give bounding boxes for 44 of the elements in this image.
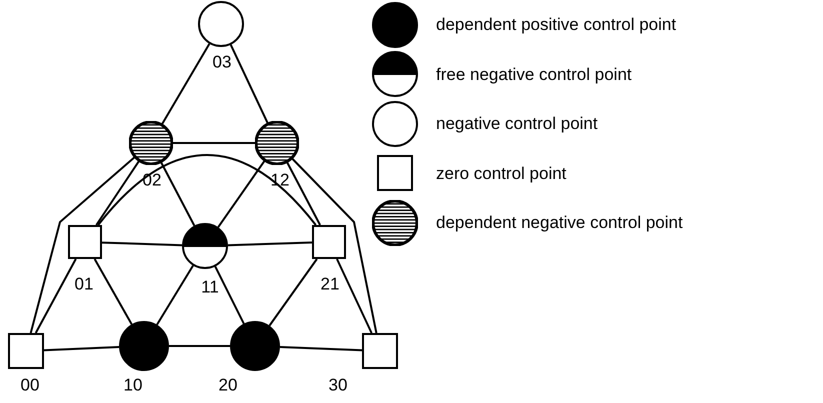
connector-line [94, 258, 133, 325]
connector-line [96, 160, 140, 226]
connector-line [292, 158, 378, 334]
connector-line [217, 160, 266, 228]
control-point-square [362, 333, 398, 369]
hatched-control-point [129, 121, 173, 165]
connector-line [44, 346, 120, 352]
legend-text: zero control point [436, 162, 566, 184]
connector-line [156, 265, 194, 326]
filled-control-point [119, 321, 169, 371]
connector-line [160, 162, 196, 226]
connector-line [173, 142, 255, 144]
hatched-control-point [255, 121, 299, 165]
connector-line [280, 346, 362, 352]
node-label: 30 [328, 376, 348, 394]
control-point-square [68, 225, 102, 259]
connector-line [169, 345, 230, 347]
node-label: 11 [201, 278, 219, 296]
connector-line [161, 43, 210, 125]
legend-text: dependent negative control point [436, 212, 683, 234]
control-point-circle [198, 1, 244, 47]
node-label: 21 [320, 276, 340, 292]
half-filled-control-point [182, 223, 228, 269]
node-label: 03 [212, 54, 232, 70]
connector-line [268, 258, 318, 326]
legend-text: free negative control point [436, 64, 632, 86]
filled-control-point [230, 321, 280, 371]
node-label: 20 [218, 376, 238, 394]
node-label: 10 [124, 376, 142, 394]
connector-line [34, 258, 77, 334]
node-label: 01 [74, 276, 94, 292]
connector-line [230, 44, 269, 124]
connector-line [286, 162, 321, 226]
connector-line [228, 242, 312, 246]
control-point-square [312, 225, 346, 259]
connector-line [214, 266, 245, 324]
node-label: 00 [20, 376, 40, 394]
connector-line [102, 242, 182, 246]
connector-line [30, 156, 136, 334]
legend-text: negative control point [436, 113, 598, 135]
control-point-square [8, 333, 44, 369]
connector-line [336, 258, 372, 334]
connector-line [97, 154, 317, 226]
legend-text: dependent positive control point [436, 14, 676, 36]
